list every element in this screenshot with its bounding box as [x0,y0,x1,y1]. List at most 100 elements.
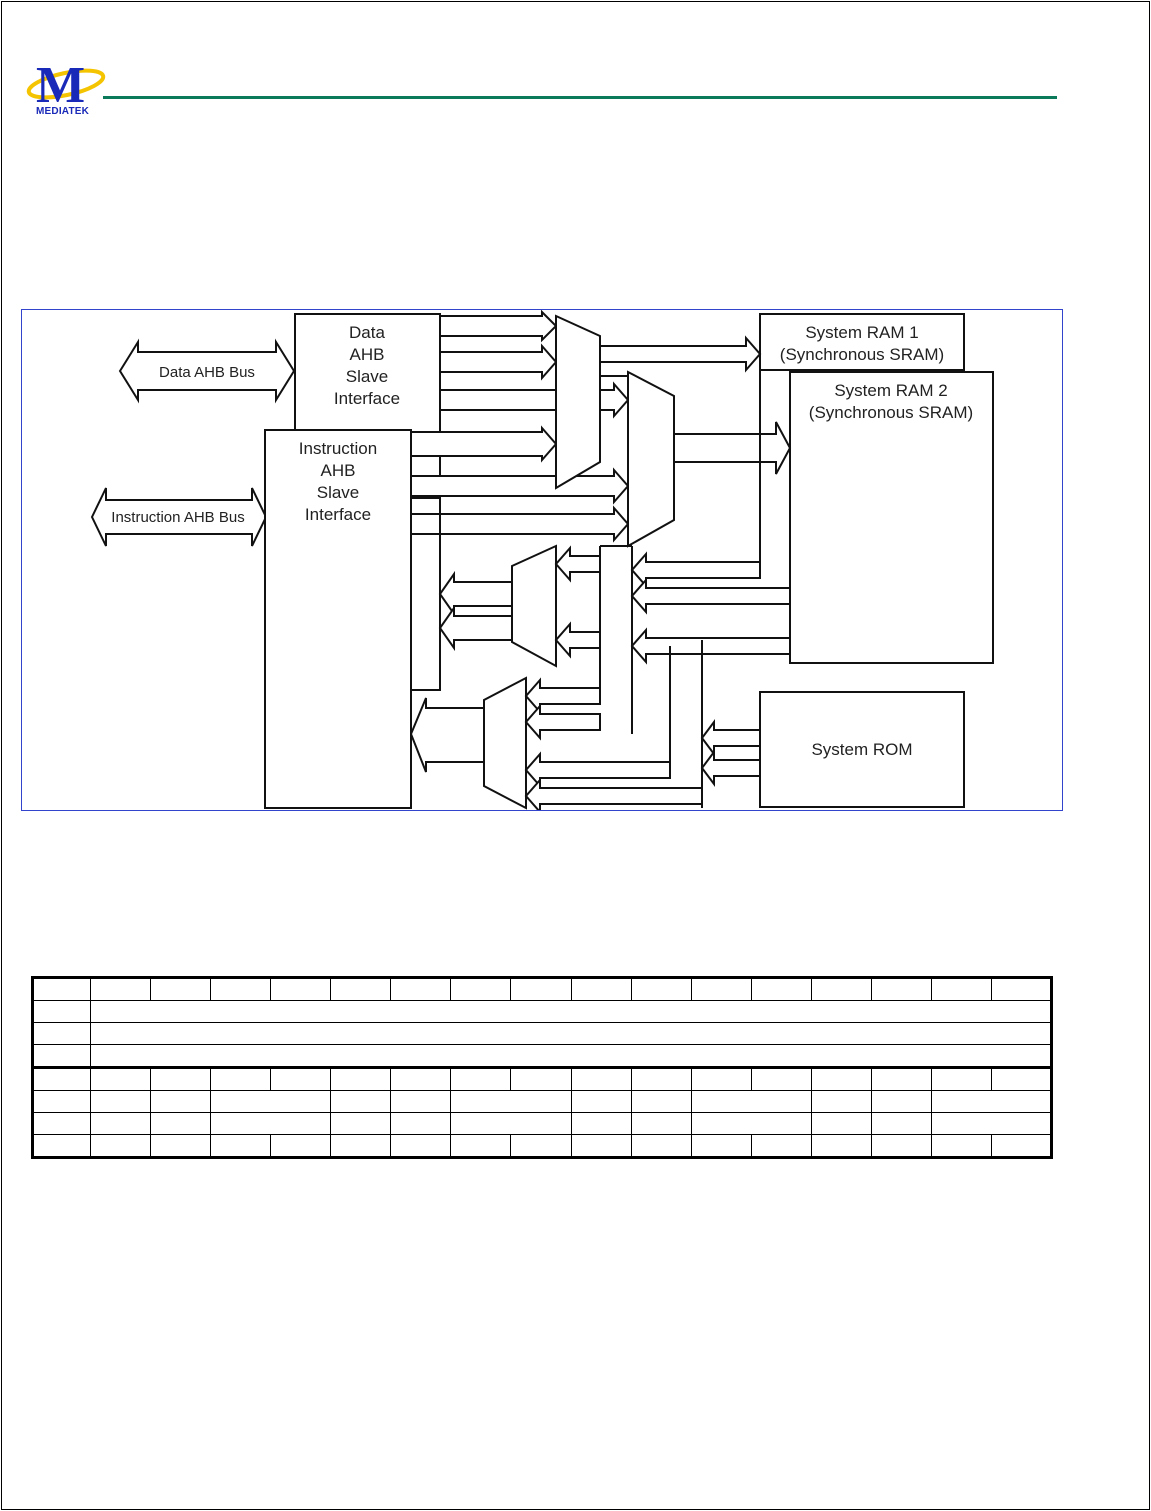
register-table-cell [450,1089,572,1113]
register-table-cell [630,976,692,1002]
register-table-cell [570,1065,632,1091]
register-table-cell [810,1133,872,1159]
register-table-cell [810,1111,872,1135]
ram-to-mux-c-arrow-1 [554,545,601,583]
system-ram-2-block [789,371,994,664]
instr-to-mux1-arrow-2 [410,467,630,505]
system-rom-block [759,691,965,808]
mux-d-to-instr-slave-arrow [409,697,485,773]
register-table-cell [330,1065,392,1091]
register-table-cell [32,1111,91,1135]
header-rule [103,96,1057,99]
register-table-cell [750,976,812,1002]
system-ram-1-block [759,313,965,371]
register-table-cell [89,1111,152,1135]
register-table-cell [570,1133,632,1159]
mux-a-to-ram1-arrow [599,335,762,373]
rom-label: System ROM [811,740,912,759]
ram2-to-bus-arrow [630,577,791,615]
instr-to-mux2-arrow [410,505,630,543]
instruction-slave-interface-block [264,429,412,809]
ram1-label-1: System RAM 1 [805,323,918,342]
register-table-cell [210,976,272,1002]
ram2-label-1: System RAM 2 [834,381,947,400]
register-table-cell [32,1021,91,1045]
register-table-cell [270,976,332,1002]
ram1-to-bus-arrow [630,551,761,589]
data-ahb-bus-label: Data AHB Bus [159,364,255,381]
register-table-row [32,1133,1053,1159]
register-table-row [32,976,1053,1002]
register-table-cell [450,1111,572,1135]
register-table-cell [390,1111,452,1135]
register-table-cell [930,1133,992,1159]
register-table-cell [330,1133,392,1159]
register-table-cell [330,976,392,1002]
register-table-cell [990,1133,1053,1159]
register-table-cell [450,1133,512,1159]
register-table-cell [90,1000,1052,1023]
register-table-cell [150,1111,212,1135]
ram1-label-2: (Synchronous SRAM) [780,345,944,364]
register-table-row [32,1043,1052,1068]
mux-b-shape [627,370,675,548]
ram-to-mux-c-arrow-2 [554,621,601,659]
register-table-cell [570,1111,632,1135]
register-table-cell [150,1065,212,1091]
data-slave-label-3: Slave [346,367,389,386]
register-table-cell [810,976,872,1002]
register-table-cell [32,1133,91,1159]
register-table-cell [90,1021,1052,1045]
rom-to-bus-arrow [700,719,761,757]
register-table-cell [390,1065,452,1091]
register-table-cell [450,976,512,1002]
register-table-cell [150,1089,212,1113]
register-table-cell [690,1065,752,1091]
register-table-cell [150,976,212,1002]
register-table-cell [990,1065,1053,1091]
register-table-cell [330,1089,392,1113]
register-table-cell [570,1089,632,1113]
register-table [31,976,1053,1159]
register-table-cell [750,1065,812,1091]
register-table-cell [510,1133,572,1159]
data-slave-label-4: Interface [334,389,400,408]
register-table-row [32,1111,1053,1135]
register-table-cell [870,976,932,1002]
register-table-cell [32,1065,91,1091]
register-table-cell [210,1133,272,1159]
register-table-cell [930,1111,1053,1135]
register-table-cell [810,1089,872,1113]
instr-slave-label-2: AHB [321,461,356,480]
register-table-cell [32,1089,91,1113]
rom-to-bus-arrow-2 [700,749,761,787]
instruction-ahb-bus-label: Instruction AHB Bus [111,509,244,526]
register-table-cell [690,976,752,1002]
data-to-mux1-arrow [439,310,558,343]
register-table-cell [150,1133,212,1159]
register-table-cell [89,976,152,1002]
rom-to-mux-d-arrow-2 [524,777,703,810]
mediatek-logo-icon: M [26,57,106,114]
register-table-cell [630,1065,692,1091]
instr-to-mux1-arrow [410,425,558,463]
register-table-cell [870,1111,932,1135]
register-table-cell [390,1133,452,1159]
register-table-cell [270,1065,332,1091]
register-table-cell [450,1065,512,1091]
register-table-cell [270,1133,332,1159]
register-table-row [32,1000,1052,1023]
register-table-cell [390,1089,452,1113]
register-table-cell [690,1111,812,1135]
register-table-cell [870,1133,932,1159]
instr-slave-label-3: Slave [317,483,360,502]
register-table-cell [210,1065,272,1091]
register-table-cell [210,1089,332,1113]
register-table-cell [89,1089,152,1113]
register-table-cell [990,976,1053,1002]
data-to-mux1-arrow-2 [439,343,558,381]
mux-a-shape [555,314,601,490]
register-table-cell [90,1043,1052,1068]
mux-b-to-ram2-arrow [673,421,792,475]
ram2-label-2: (Synchronous SRAM) [809,403,973,422]
